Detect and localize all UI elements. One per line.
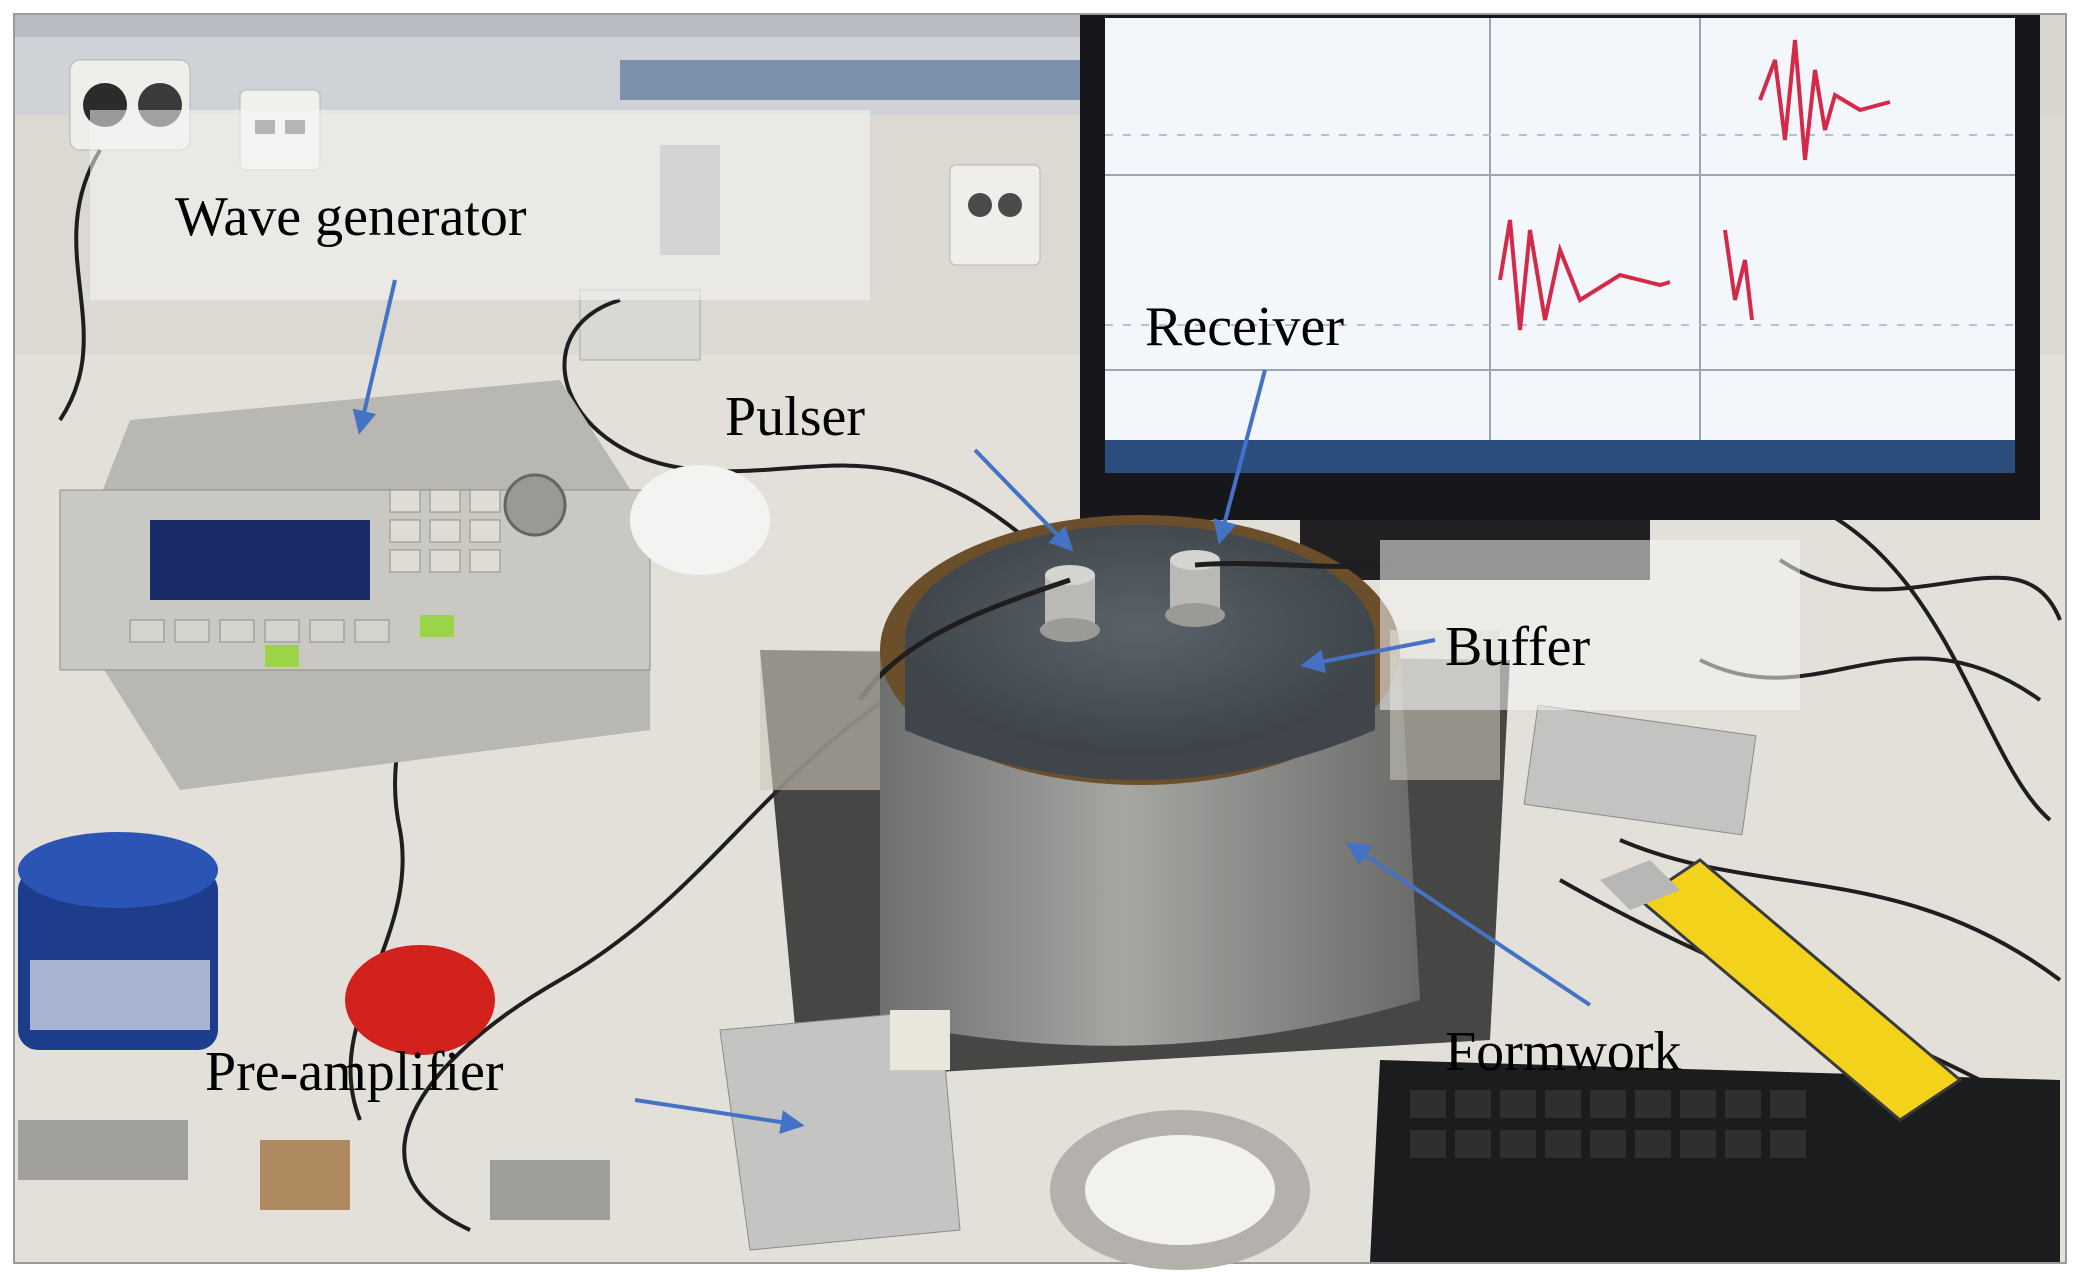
keyboard	[1370, 1060, 2060, 1262]
grey-tape-strip-2	[490, 1160, 610, 1220]
label-box-wave-generator	[90, 110, 870, 300]
arrow-wave-generator	[352, 279, 397, 435]
generator-knob	[503, 473, 567, 537]
signal-top	[1758, 39, 1891, 161]
label-box-buffer	[1380, 540, 1800, 710]
receiver-transducer	[1165, 550, 1225, 627]
arrow-formwork	[1346, 842, 1592, 1007]
tissue	[630, 465, 770, 575]
wave-generator-device	[59, 380, 651, 790]
wall-blue-strip	[620, 60, 1115, 100]
arrow-buffer	[1300, 638, 1436, 674]
signal-bottom-right	[1723, 229, 1754, 321]
annotation-arrows	[352, 279, 1592, 1134]
bracket-base	[579, 289, 701, 361]
arrow-pre-amplifier	[634, 1098, 805, 1134]
signal-bottom	[1498, 219, 1671, 331]
arrow-receiver	[1213, 369, 1267, 545]
wall-rail	[15, 15, 1115, 37]
label-formwork: Formwork	[1445, 1021, 1681, 1083]
network-socket-2	[949, 164, 1041, 266]
clear-box-left	[760, 650, 880, 790]
formwork-assembly	[760, 515, 1510, 1080]
generator-display	[150, 520, 370, 600]
label-pre-amplifier: Pre-amplifier	[205, 1041, 504, 1103]
arrow-pulser	[973, 448, 1074, 552]
taskbar	[1105, 440, 2015, 473]
tape-roll	[1050, 1110, 1310, 1270]
metal-box	[1523, 704, 1757, 836]
label-receiver: Receiver	[1145, 296, 1344, 358]
pre-amplifier-box	[719, 1009, 961, 1251]
label-pulser: Pulser	[725, 386, 865, 448]
red-lid	[345, 945, 495, 1055]
label-wave-generator: Wave generator	[175, 186, 527, 248]
pulser-transducer	[1040, 565, 1100, 642]
brown-tape	[260, 1140, 350, 1210]
vaseline-jar	[18, 832, 218, 1050]
grey-tape-strip	[18, 1120, 188, 1180]
label-buffer: Buffer	[1445, 616, 1590, 678]
cutter-knife	[1600, 858, 1963, 1122]
